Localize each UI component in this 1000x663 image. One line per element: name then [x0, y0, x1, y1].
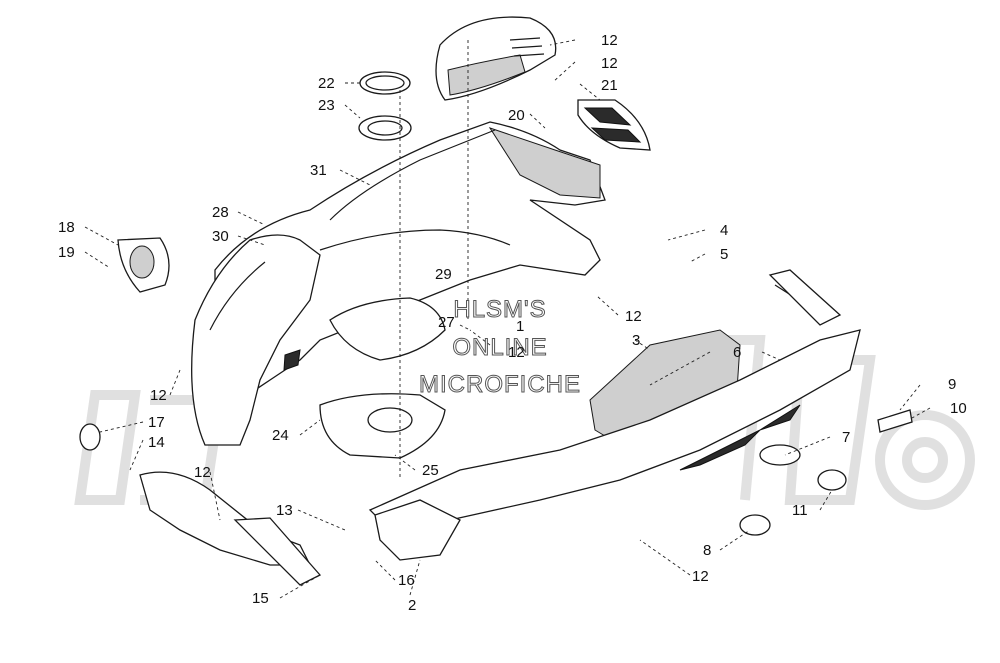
callout-10: 10 [950, 400, 967, 417]
part-15-front-bumper [139, 471, 322, 586]
callout-27: 27 [438, 314, 455, 331]
part-9-plate [877, 409, 913, 433]
callout-2: 2 [408, 597, 416, 614]
part-8-cap [739, 514, 771, 536]
callout-15: 14 [148, 434, 165, 451]
callout-25: 24 [272, 427, 289, 444]
part-31-hood [214, 121, 606, 422]
part-25-lower-panel [319, 393, 446, 459]
callout-31: 31 [310, 162, 327, 179]
callout-30: 30 [212, 228, 229, 245]
leader-lines [84, 39, 931, 599]
callout-14: 13 [276, 502, 293, 519]
callout-17: 16 [398, 572, 415, 589]
callout-24: 23 [318, 97, 335, 114]
callout-22: 21 [601, 77, 618, 94]
callout-11: 11 [792, 502, 808, 519]
part-28-side-panel [191, 234, 321, 446]
part-6-side-rail [368, 269, 861, 531]
callout-9: 9 [948, 376, 956, 393]
part-11-cap [817, 469, 847, 491]
callout-28: 28 [212, 204, 229, 221]
part-23-seal-ring [359, 71, 411, 95]
watermark-line-1: HLSM'S [453, 296, 546, 323]
callout-23: 22 [318, 75, 335, 92]
callout-12-right: 12 [625, 308, 642, 325]
callout-18: 17 [148, 414, 165, 431]
part-7-reflector [759, 444, 801, 466]
callout-29: 29 [435, 266, 452, 283]
part-22-vent-grille [577, 99, 651, 151]
callout-labels: 12 12 21 20 22 23 31 28 30 18 19 29 27 1… [58, 32, 967, 614]
part-2-nose [374, 499, 461, 561]
callout-21: 20 [508, 107, 525, 124]
callout-6: 6 [733, 344, 741, 361]
callout-7: 7 [842, 429, 850, 446]
callout-5: 5 [720, 246, 728, 263]
watermark-line-2: ONLINE [452, 334, 547, 361]
callout-12-center: 12 [508, 344, 525, 361]
watermark: HLSM'S ONLINE MICROFICHE [419, 296, 581, 399]
callout-12-lower: 12 [194, 464, 211, 481]
callout-12: 12 [601, 55, 618, 72]
callout-1: 1 [516, 318, 524, 335]
callout-12-left: 12 [150, 387, 167, 404]
callout-8: 8 [703, 542, 711, 559]
callout-3: 3 [632, 332, 640, 349]
part-18-grommet [79, 423, 101, 451]
part-19-lens [117, 237, 170, 293]
part-24-gasket-ring [358, 115, 412, 141]
part-13-headlight-housing [435, 16, 557, 101]
watermark-line-3: MICROFICHE [419, 371, 581, 398]
callout-20: 19 [58, 244, 75, 261]
callout-16: 15 [252, 590, 269, 607]
callout-26: 25 [422, 462, 439, 479]
callout-12-bottom: 12 [692, 568, 709, 585]
callout-19: 18 [58, 219, 75, 236]
callout-4: 4 [720, 222, 728, 239]
callout-13: 12 [601, 32, 618, 49]
